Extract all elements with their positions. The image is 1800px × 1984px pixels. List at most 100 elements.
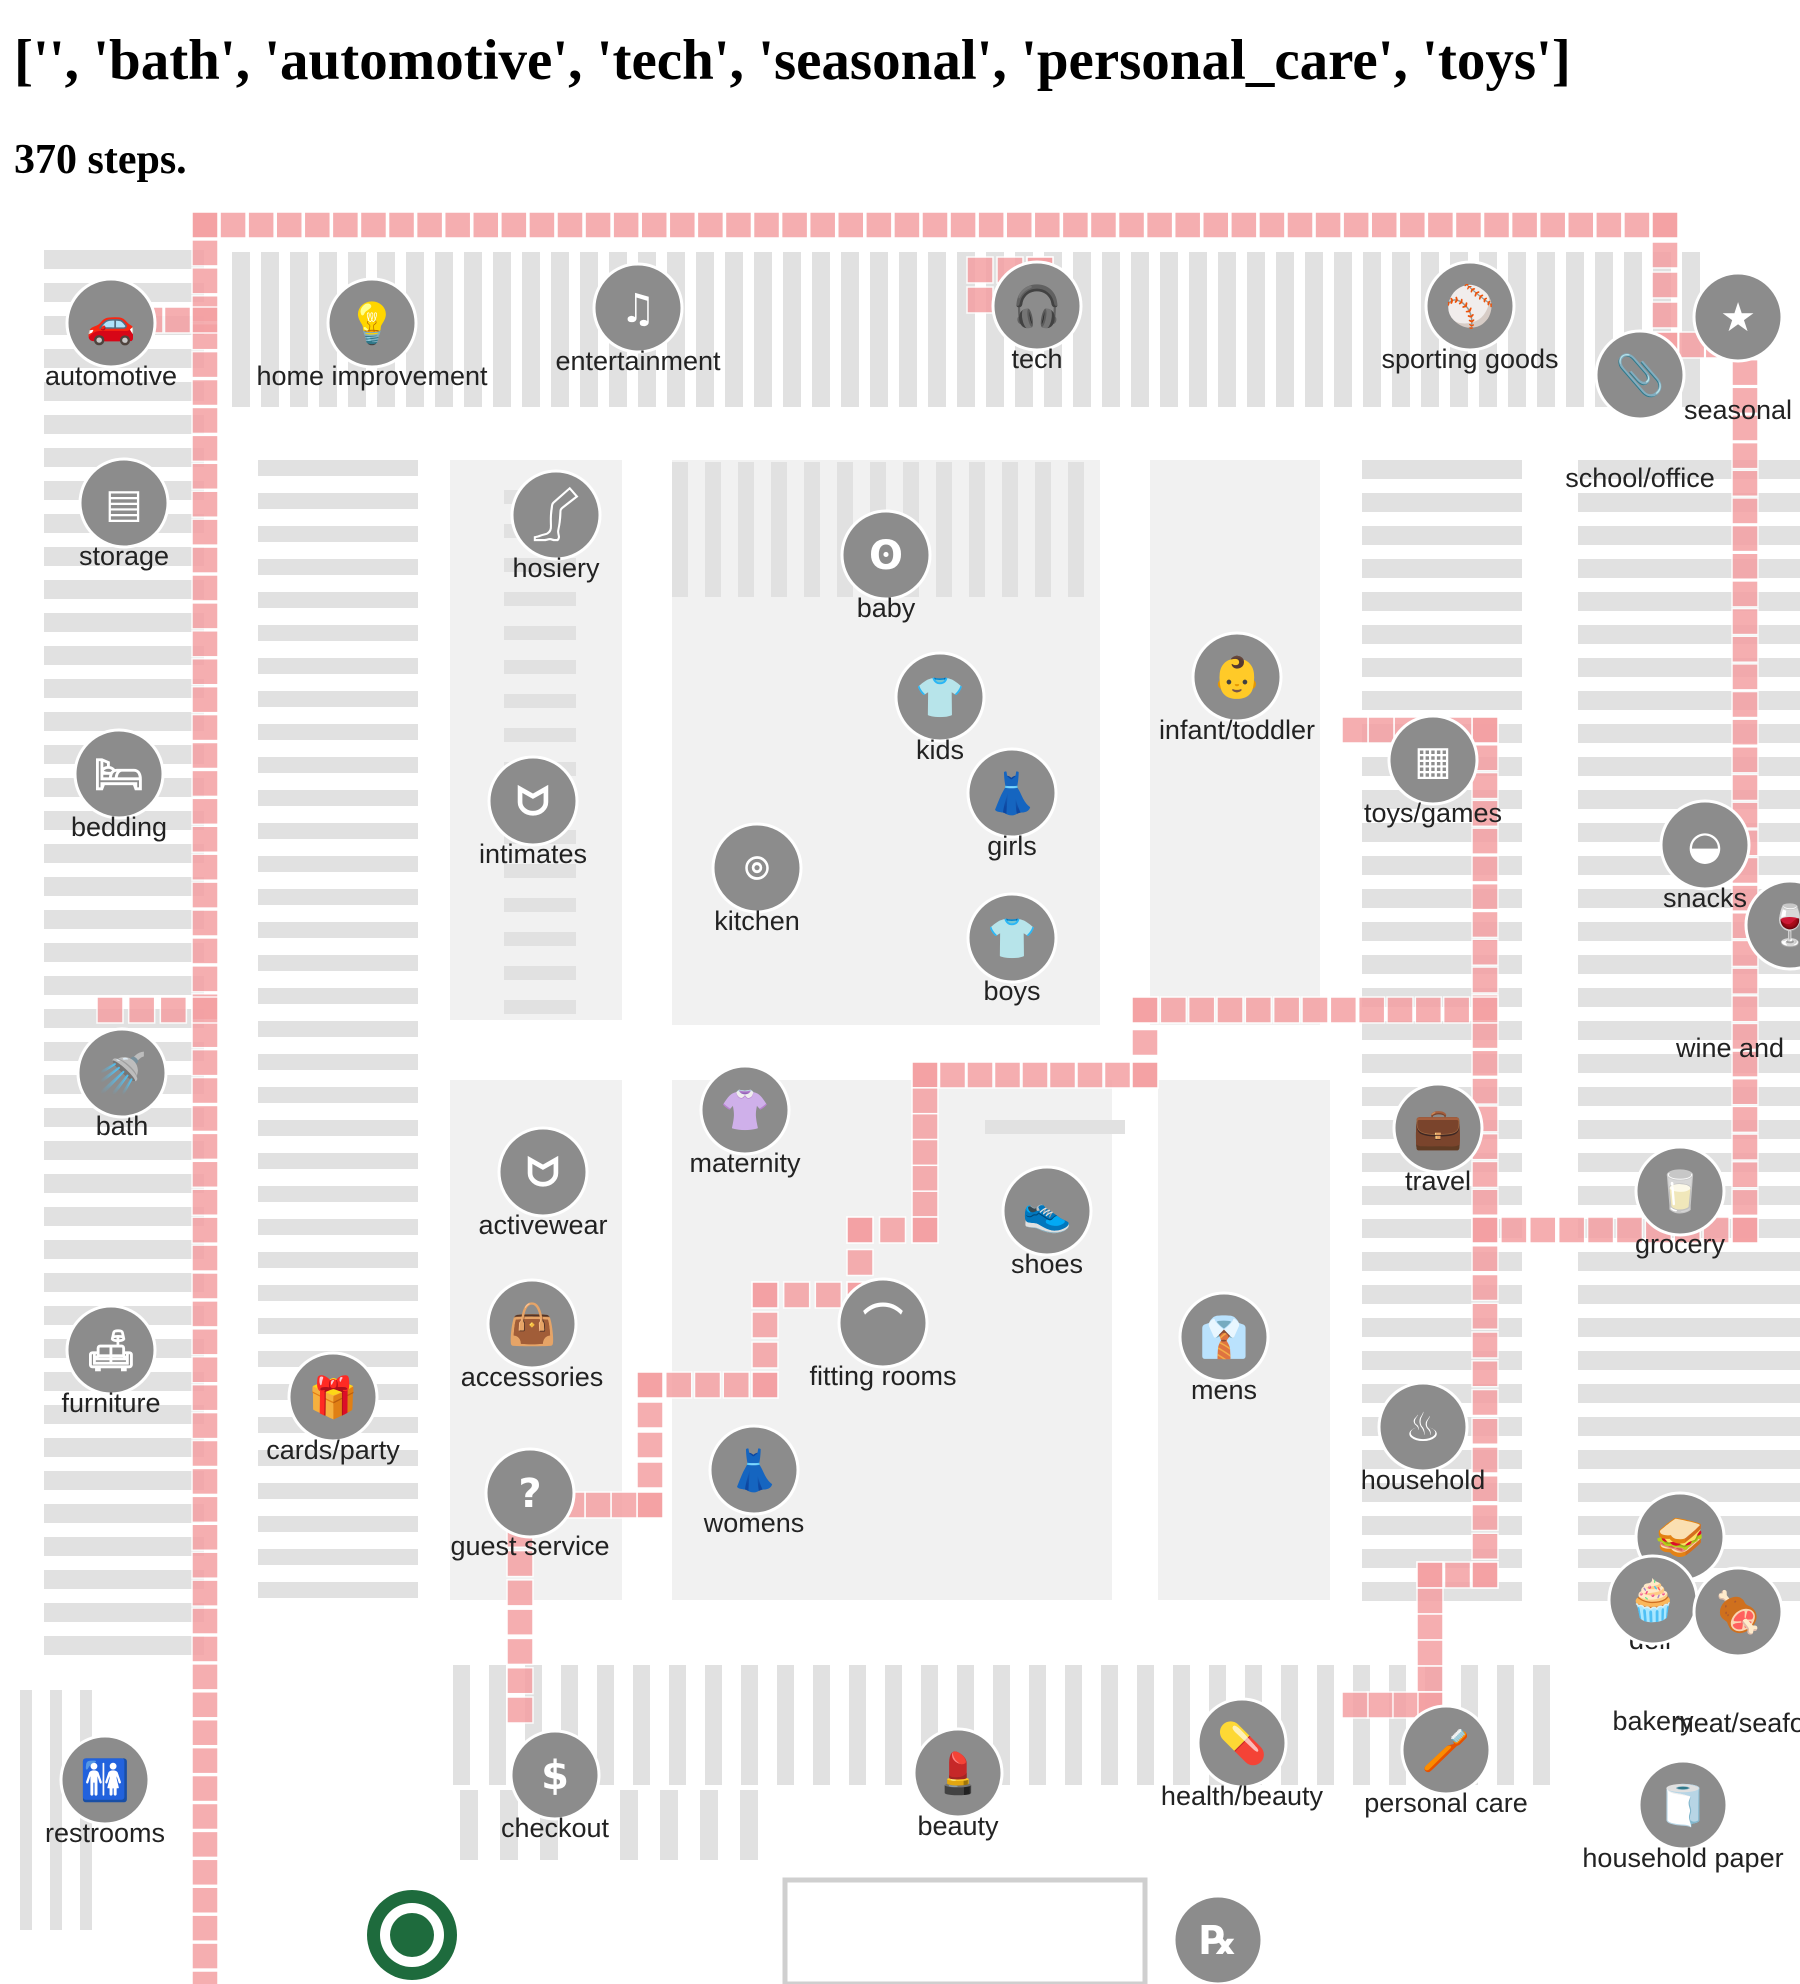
- baby-shelf: [672, 462, 688, 597]
- dept-beauty[interactable]: 💄beauty: [912, 1727, 1004, 1841]
- dept-grocery[interactable]: 🥛grocery: [1634, 1145, 1726, 1259]
- svg-text:👔: 👔: [1199, 1314, 1249, 1361]
- dept-furniture[interactable]: 🛋furniture: [61, 1304, 161, 1418]
- dept-school-office[interactable]: 📎school/office: [1565, 329, 1715, 493]
- dept-travel[interactable]: 💼travel: [1392, 1082, 1484, 1196]
- dept-label: cards/party: [266, 1435, 400, 1465]
- dept-health-beauty[interactable]: 💊health/beauty: [1161, 1697, 1324, 1811]
- dept-guest-service[interactable]: ?guest service: [450, 1447, 610, 1561]
- route-step: [191, 1691, 219, 1719]
- dept-label: restrooms: [45, 1818, 165, 1848]
- dept-starbucks[interactable]: [367, 1890, 457, 1980]
- svg-text:📎: 📎: [1615, 351, 1665, 399]
- route-step: [191, 1132, 219, 1161]
- dept-tech[interactable]: 🎧tech: [991, 260, 1083, 374]
- bottom-shelf: [1029, 1665, 1046, 1785]
- far-right-shelf: [1578, 1285, 1800, 1304]
- dept-label: snacks: [1663, 883, 1747, 913]
- route-step: [191, 1160, 219, 1189]
- dept-label: kitchen: [714, 906, 800, 936]
- bottom-shelf: [633, 1665, 650, 1785]
- dept-snacks[interactable]: ◒snacks: [1659, 799, 1751, 913]
- wine-bottle-icon: 🍷: [1744, 879, 1800, 971]
- bottom-shelf: [813, 1665, 830, 1785]
- route-step: [1258, 211, 1286, 239]
- top-wall-shelf: [551, 252, 569, 407]
- dept-wine[interactable]: 🍷wine and: [1675, 879, 1800, 1063]
- dept-mens[interactable]: 👔mens: [1178, 1291, 1270, 1405]
- far-right-shelf: [1578, 1384, 1800, 1403]
- route-step: [808, 211, 837, 239]
- dept-accessories[interactable]: 👜accessories: [461, 1278, 604, 1392]
- route-step: [911, 1138, 939, 1167]
- route-step: [1341, 1691, 1369, 1719]
- baby-shelf: [738, 462, 754, 597]
- dept-pharmacy[interactable]: ℞: [1172, 1894, 1264, 1984]
- left-aisle-shelf: [258, 1483, 418, 1499]
- route-step: [1357, 996, 1386, 1024]
- left-wall-shelf: [44, 580, 204, 599]
- dept-seasonal[interactable]: ★seasonal: [1684, 271, 1792, 425]
- route-step: [191, 853, 219, 881]
- dept-label: entertainment: [555, 346, 721, 376]
- dept-bedding[interactable]: 🛏bedding: [71, 728, 167, 842]
- dept-shoes[interactable]: 👟shoes: [1001, 1165, 1093, 1279]
- route-step: [751, 1371, 779, 1399]
- route-step: [911, 1164, 939, 1193]
- dept-toys-games[interactable]: ▦toys/games: [1364, 714, 1502, 828]
- left-aisle-shelf: [258, 691, 418, 707]
- gift-icon: 🎁: [287, 1351, 379, 1443]
- dept-household-paper[interactable]: 🧻household paper: [1582, 1759, 1784, 1873]
- route-step: [1731, 1050, 1759, 1078]
- dept-fitting-rooms[interactable]: ⌒fitting rooms: [809, 1277, 957, 1391]
- dept-infant-toddler[interactable]: 👶infant/toddler: [1159, 631, 1315, 745]
- route-step: [1471, 1532, 1499, 1560]
- dept-womens[interactable]: 👗womens: [703, 1424, 805, 1538]
- dept-girls[interactable]: 👗girls: [966, 747, 1058, 861]
- suitcase-icon: 💼: [1392, 1082, 1484, 1174]
- svg-text:👜: 👜: [507, 1301, 557, 1348]
- dept-checkout[interactable]: $checkout: [501, 1729, 610, 1843]
- dept-cards-party[interactable]: 🎁cards/party: [266, 1351, 400, 1465]
- dept-label: bath: [96, 1111, 149, 1141]
- route-step: [1416, 1587, 1444, 1615]
- sofa-icon: 🛋: [65, 1304, 157, 1396]
- left-wall-shelf: [44, 646, 204, 665]
- route-step: [359, 211, 388, 239]
- bottom-shelf: [849, 1665, 866, 1785]
- dept-kitchen[interactable]: ⌾kitchen: [711, 822, 803, 936]
- dept-home-improvement[interactable]: 💡home improvement: [256, 277, 488, 391]
- left-wall-shelf: [44, 382, 204, 401]
- zone-2: [1150, 460, 1320, 1025]
- shower-icon: 🚿: [76, 1027, 168, 1119]
- dept-entertainment[interactable]: ♫entertainment: [555, 262, 721, 376]
- dept-maternity[interactable]: 👚maternity: [689, 1064, 801, 1178]
- dept-household[interactable]: ♨household: [1361, 1381, 1486, 1495]
- top-wall-shelf: [435, 252, 453, 407]
- dept-restrooms[interactable]: 🚻restrooms: [45, 1734, 165, 1848]
- route-step: [636, 1371, 664, 1399]
- dept-label: baby: [857, 593, 916, 623]
- dept-sporting-goods[interactable]: ⚾sporting goods: [1381, 260, 1559, 374]
- dept-storage[interactable]: ▤storage: [78, 457, 170, 571]
- dept-kids[interactable]: 👕kids: [894, 651, 986, 765]
- left-wall-shelf: [44, 1240, 204, 1259]
- route-step: [1731, 358, 1759, 387]
- left-wall-shelf: [44, 1405, 204, 1424]
- route-step: [191, 1746, 219, 1775]
- dept-boys[interactable]: 👕boys: [966, 892, 1058, 1006]
- route-step: [1500, 1216, 1528, 1244]
- dept-bath[interactable]: 🚿bath: [76, 1027, 168, 1141]
- dept-personal-care[interactable]: 🪥personal care: [1364, 1704, 1528, 1818]
- svg-text:𓂾: 𓂾: [533, 487, 580, 542]
- left-aisle-shelf: [258, 922, 418, 938]
- route-step: [893, 211, 921, 239]
- dept-automotive[interactable]: 🚗automotive: [45, 277, 177, 391]
- bottom-shelf: [1101, 1665, 1118, 1785]
- dept-meat-seafood[interactable]: 🍖meat/seafo: [1671, 1566, 1800, 1738]
